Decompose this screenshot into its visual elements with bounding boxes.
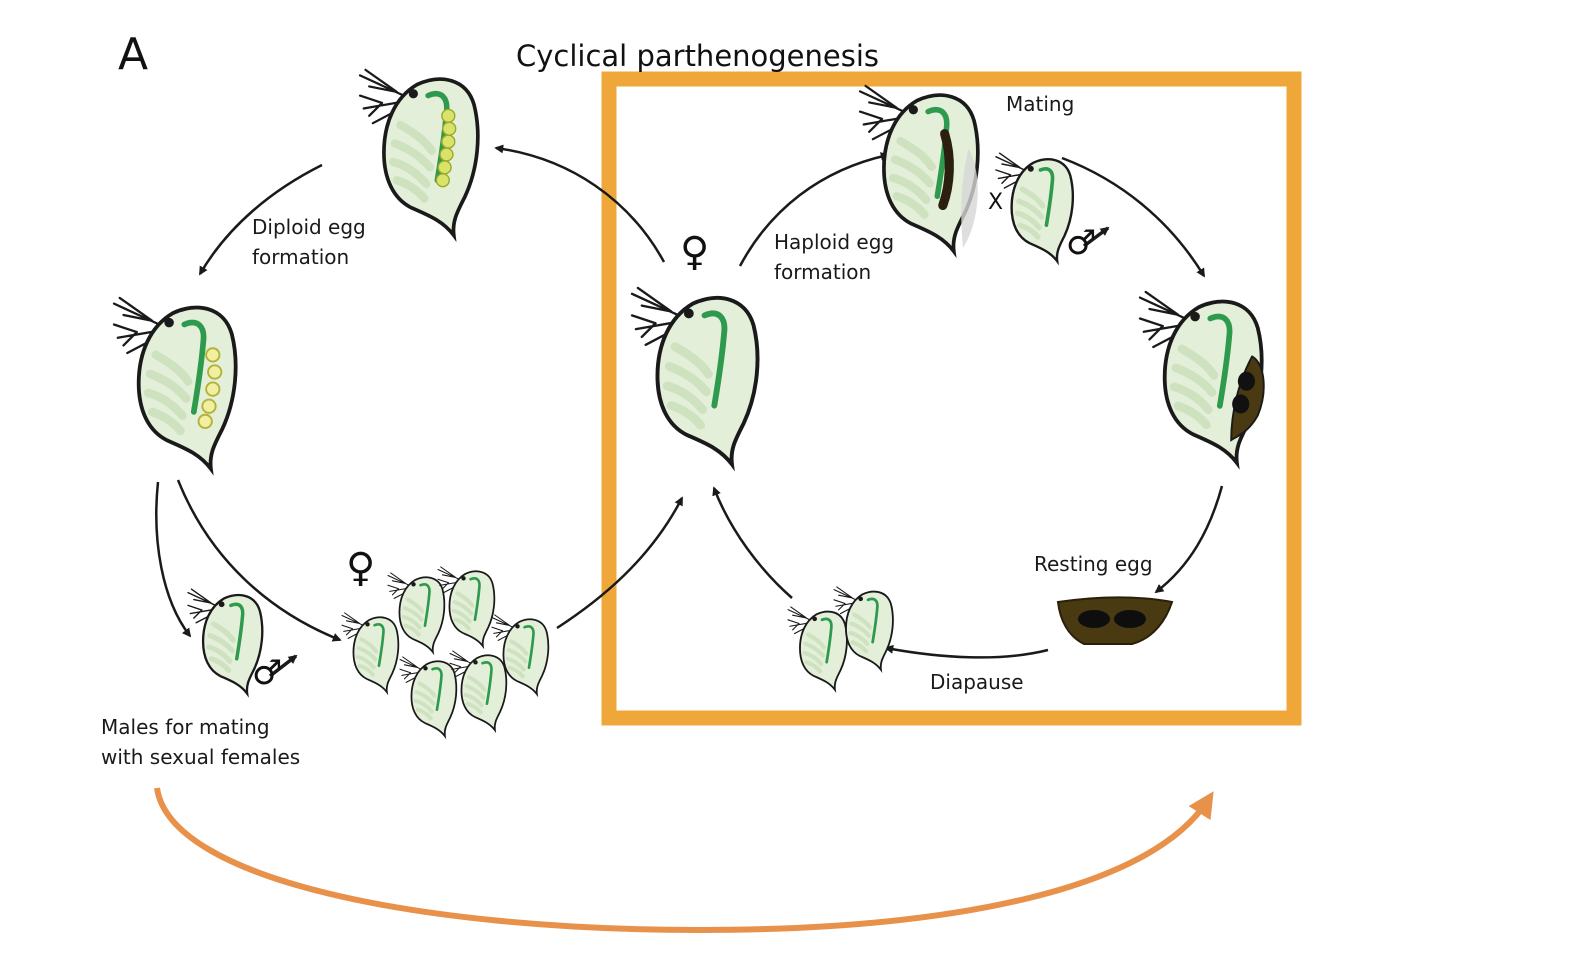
hatchlings: [788, 587, 893, 690]
female-brood: [340, 564, 551, 739]
arrow-males-to-sexual-phase: [154, 787, 1214, 934]
label-haploid-egg-formation-line1: Haploid egg: [774, 230, 895, 254]
arrow-hatchlings-to-female: [712, 486, 793, 599]
ephippial-female: [1140, 292, 1264, 463]
asexual-female-left: [114, 298, 236, 469]
arrow-to-diploid-female: [198, 163, 323, 276]
female-symbol-central: ♀: [680, 229, 710, 275]
label-resting-egg: Resting egg: [1034, 552, 1153, 576]
male-symbol-arrow-left: [268, 654, 298, 678]
label-mating: Mating: [1006, 92, 1075, 116]
diagram-title: Cyclical parthenogenesis: [516, 39, 880, 73]
arrow-to-female-brood: [176, 479, 342, 642]
label-males-for-mating-line2: with sexual females: [101, 745, 301, 769]
male-symbol-arrow-mating: [1082, 226, 1110, 248]
arrow-brood-to-female: [556, 496, 684, 630]
sexual-phase-box: [601, 71, 1302, 726]
asexual-female-top: [360, 70, 478, 236]
panel-letter: A: [118, 29, 149, 80]
arrow-to-mating: [738, 152, 890, 267]
male-symbol-left: ♂: [252, 653, 283, 693]
arrow-female-to-asexual: [494, 144, 666, 263]
label-diapause: Diapause: [930, 670, 1024, 694]
arrow-to-resting-egg: [1154, 485, 1224, 594]
cross-symbol: X: [988, 190, 1004, 215]
mating-male: [996, 153, 1073, 261]
resting-egg-case: [1056, 596, 1174, 645]
arrow-diapause: [884, 644, 1049, 659]
arrow-to-males: [155, 481, 192, 638]
label-diploid-egg-formation-line1: Diploid egg: [252, 215, 366, 239]
central-female: [632, 288, 758, 464]
label-males-for-mating-line1: Males for mating: [101, 715, 270, 739]
mating-female: [860, 86, 978, 252]
arrow-to-ephippial-female: [1061, 156, 1206, 278]
label-haploid-egg-formation-line2: formation: [774, 260, 872, 284]
male-symbol-mating: ♂: [1066, 223, 1097, 263]
label-diploid-egg-formation-line2: formation: [252, 245, 350, 269]
female-symbol-brood: ♀: [346, 545, 376, 591]
